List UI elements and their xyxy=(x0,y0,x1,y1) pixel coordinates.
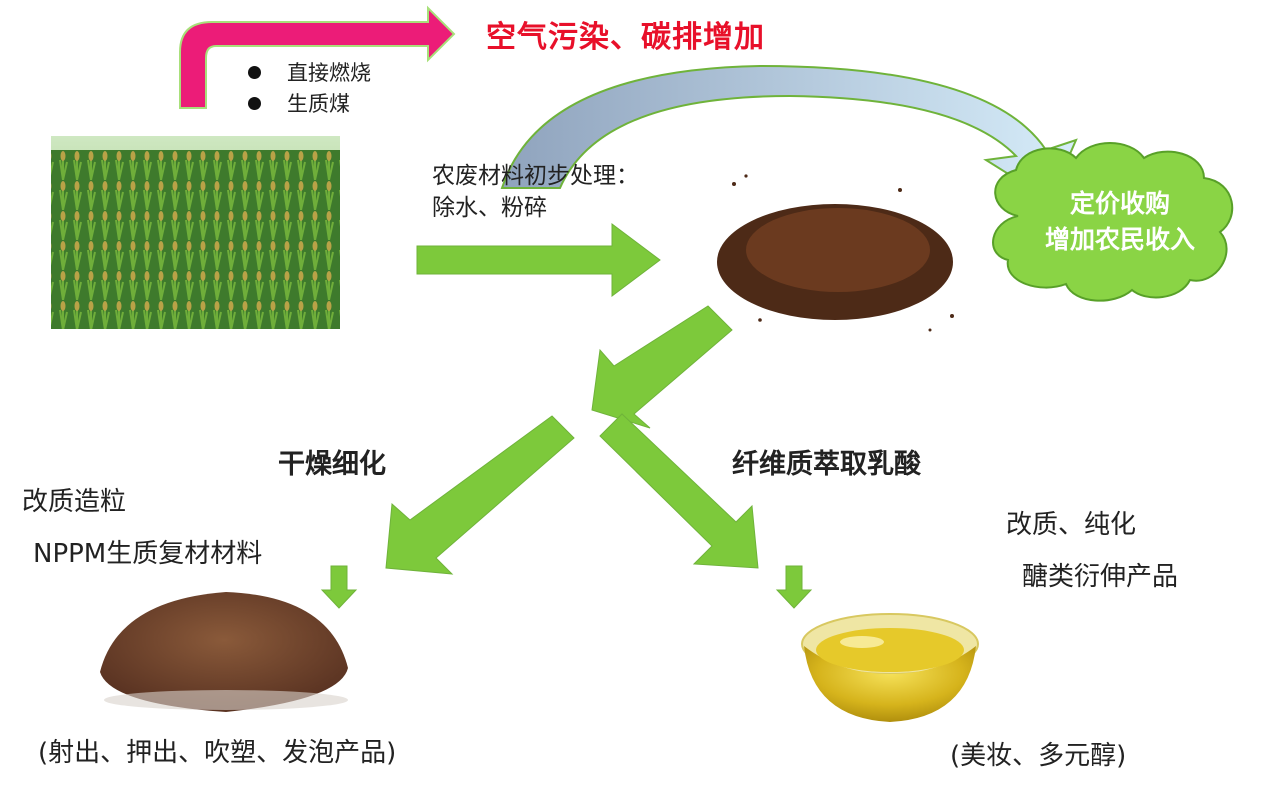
sorghum-field-photo xyxy=(51,136,340,329)
processing-step-label: 农废材料初步处理： 除水、粉碎 xyxy=(432,163,639,221)
left-branch-products: (射出、押出、吹塑、发泡产品) xyxy=(38,738,397,768)
arrow-right-branch xyxy=(599,413,759,569)
bullet-item: 直接燃烧 xyxy=(248,58,371,89)
right-branch-products: (美妆、多元醇) xyxy=(950,741,1127,771)
bullet-dot-icon xyxy=(248,65,261,79)
small-arrow-right xyxy=(775,565,813,609)
right-branch-heading: 纤维质萃取乳酸 xyxy=(732,449,921,480)
cloud-label: 定价收购 增加农民收入 xyxy=(1044,189,1195,254)
income-cloud xyxy=(992,142,1234,302)
brown-powder-heap-photo xyxy=(100,592,348,712)
crushed-powder-pile-photo xyxy=(717,174,954,332)
bullet-list: 直接燃烧 生质煤 xyxy=(248,58,371,120)
arrow-to-processing xyxy=(416,223,661,297)
arrow-powder-down xyxy=(591,305,733,429)
bullet-dot-icon xyxy=(248,96,261,110)
pollution-title: 空气污染、碳排增加 xyxy=(486,20,765,55)
curved-arrow-to-cloud xyxy=(500,64,1078,202)
bullet-item: 生质煤 xyxy=(248,89,371,120)
pink-elbow-arrow xyxy=(179,5,456,109)
right-branch-sub2: 醣类衍伸产品 xyxy=(1022,562,1179,592)
left-branch-sub2: NPPM生质复材材料 xyxy=(33,539,263,569)
left-branch-sub1: 改质造粒 xyxy=(22,487,127,517)
small-arrow-left xyxy=(320,565,358,609)
arrow-left-branch xyxy=(385,415,575,575)
right-branch-sub1: 改质、纯化 xyxy=(1006,510,1137,540)
glass-bowl-oil-photo xyxy=(801,613,979,722)
left-branch-heading: 干燥细化 xyxy=(278,449,386,480)
